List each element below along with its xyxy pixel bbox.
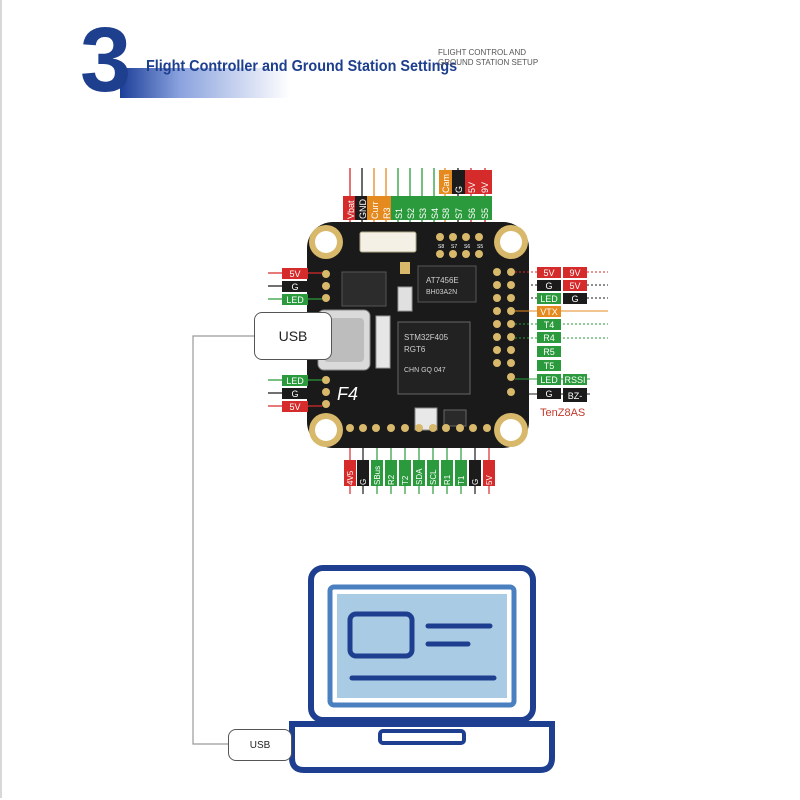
header-gradient-bar: [120, 68, 290, 98]
usb-board-text: USB: [278, 328, 308, 344]
right-pad-g-outer: G: [571, 294, 578, 304]
pin-5v-top: 5V: [467, 182, 477, 193]
mcu-chip-line-3: CHN GQ 047: [404, 367, 446, 374]
left-top-wire-tags: [268, 268, 322, 305]
pin-s6-top: S6: [467, 208, 477, 219]
crystal: [400, 262, 410, 274]
top-pad-row: [436, 233, 483, 258]
right-pad-t5: T5: [544, 361, 555, 371]
pin-s5-top: S5: [480, 208, 490, 219]
pin-s4: S4: [430, 208, 440, 219]
bottom-pin-sda: SDA: [415, 468, 424, 485]
left-bottom-wire-tags: [268, 375, 322, 412]
right-pad-bz: BZ-: [568, 391, 583, 401]
baro-chip: [443, 409, 467, 427]
pin-s2: S2: [406, 208, 416, 219]
bottom-pin-5v: 5V: [485, 475, 494, 485]
bottom-pin-sbus: SBus: [373, 466, 382, 485]
osd-chip-line-2: BH03A2N: [426, 289, 457, 296]
usb-c-port-inner: [324, 318, 364, 362]
right-pad-tags: [537, 267, 587, 402]
subtitle-line-2: GROUND STATION SETUP: [438, 58, 539, 67]
subtitle-line-1: FLIGHT CONTROL AND: [438, 48, 527, 57]
left-bottom-pad-led: LED: [286, 376, 304, 386]
pin-s7-top: S7: [454, 208, 464, 219]
bottom-pin-scl: SCL: [429, 469, 438, 485]
pin-s1: S1: [394, 208, 404, 219]
pin-9v-top: 9V: [480, 182, 490, 193]
right-pad-r4: R4: [543, 333, 555, 343]
usb-laptop-text: USB: [249, 739, 271, 751]
bottom-pin-t1: T1: [457, 475, 466, 485]
bottom-pin-r1: R1: [443, 474, 452, 485]
right-pad-vtx: VTX: [540, 307, 558, 317]
bottom-pin-tags: [344, 460, 495, 486]
right-pad-g: G: [545, 281, 552, 291]
left-bottom-pad-g: G: [291, 389, 298, 399]
mcu-chip-line-1: STM32F405: [404, 333, 449, 342]
top-pin-label-s7: S7: [451, 244, 457, 250]
page-title-text: Flight Controller and Ground Station Set…: [146, 58, 458, 75]
mounting-hole-tr: [494, 225, 528, 259]
right-pad-5v: 5V: [543, 268, 554, 278]
pin-s3: S3: [418, 208, 428, 219]
bottom-pin-g: G: [359, 479, 368, 485]
pin-g-top: G: [454, 186, 464, 193]
right-pad-led: LED: [540, 294, 558, 304]
top-pin-labels: Vbat GND Curr R3 S1 S2 S3 S4 S8 Cam G 5V…: [346, 174, 490, 219]
osd-chip: [417, 265, 477, 303]
regulator-chip: [341, 271, 387, 307]
left-pad-column-top: [322, 270, 330, 302]
pin-r3: R3: [382, 207, 392, 219]
pin-curr: Curr: [370, 201, 380, 219]
mounting-hole-bl: [309, 413, 343, 447]
page-title: Flight Controller and Ground Station Set…: [146, 58, 457, 76]
osd-chip-line-1: AT7456E: [426, 276, 459, 285]
step-number: 3: [80, 9, 131, 111]
right-pad-g-2: G: [545, 389, 552, 399]
left-top-pad-5v: 5V: [289, 269, 300, 279]
right-pad-column: [493, 268, 515, 396]
capacitor: [397, 286, 413, 312]
right-pad-9v: 9V: [569, 268, 580, 278]
left-pad-column-bottom: [322, 376, 330, 408]
left-top-pad-g: G: [291, 282, 298, 292]
bottom-pin-4v5: 4V5: [346, 470, 355, 485]
mcu-chip: [397, 321, 471, 395]
right-pad-r5: R5: [543, 347, 555, 357]
pin-gnd: GND: [358, 199, 368, 220]
bottom-pad-row: [346, 424, 491, 432]
usb-laptop-label: USB: [228, 729, 292, 761]
usb-side-cap: [375, 315, 391, 369]
right-pad-5v-outer: 5V: [569, 281, 580, 291]
usb-board-label: USB: [254, 312, 332, 360]
bottom-pin-g-2: G: [471, 479, 480, 485]
laptop-icon: [289, 565, 555, 773]
top-pin-label-s6: S6: [464, 244, 470, 250]
top-pin-tags: [343, 170, 492, 220]
left-top-pad-led: LED: [286, 295, 304, 305]
mounting-hole-tl: [309, 225, 343, 259]
board-f4-label: F4: [337, 384, 358, 404]
right-pad-led-2: LED: [540, 375, 558, 385]
flight-controller-board: S8 S7 S6 S5 AT7456E BH03A2N STM32F405 RG…: [307, 222, 529, 448]
page-subtitle: FLIGHT CONTROL AND GROUND STATION SETUP: [438, 48, 578, 68]
top-jst-connector: [359, 231, 417, 253]
right-pad-rssi: RSSI: [564, 375, 585, 385]
bottom-pin-r2: R2: [387, 474, 396, 485]
pin-vbat: Vbat: [346, 200, 356, 219]
usb-connection-line: [192, 335, 254, 745]
tenz-label: TenZ8AS: [540, 407, 585, 419]
bottom-pin-t2: T2: [401, 475, 410, 485]
pin-cam: Cam: [441, 174, 451, 193]
pin-s8: S8: [441, 208, 451, 219]
top-pin-label-s5: S5: [477, 244, 483, 250]
mcu-chip-line-2: RGT6: [404, 345, 426, 354]
mounting-hole-br: [494, 413, 528, 447]
left-bottom-pad-5v: 5V: [289, 402, 300, 412]
top-pin-label-s8: S8: [438, 244, 444, 250]
right-pad-t4: T4: [544, 320, 555, 330]
